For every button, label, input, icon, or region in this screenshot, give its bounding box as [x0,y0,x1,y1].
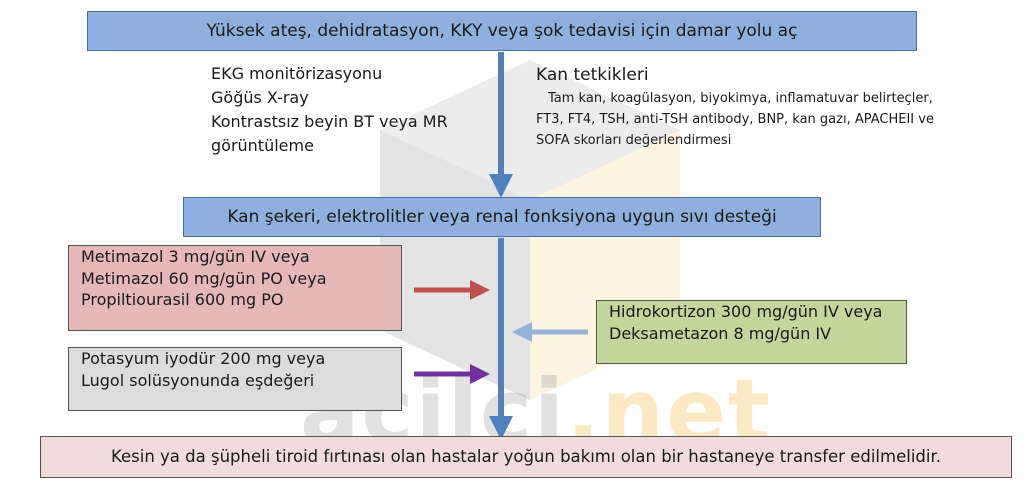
lab-tests-title: Kan tetkikleri [536,65,649,85]
steroid-line: Hidrokortizon 300 mg/gün IV veya [609,302,883,321]
lab-detail-line: Tam kan, koagülasyon, biyokimya, inflama… [548,91,933,106]
imaging-item: Kontrastsız beyin BT veya MR [211,112,448,131]
imaging-list: EKG monitörizasyonu Göğüs X-ray Kontrast… [211,62,448,158]
iodide-box: Potasyum iyodür 200 mg veya Lugol solüsy… [68,347,402,411]
antithyroid-line: Metimazol 60 mg/gün PO veya [81,268,327,288]
antithyroid-line: Propiltiourasil 600 mg PO [81,290,284,310]
antithyroid-line: Metimazol 3 mg/gün IV veya [81,247,310,266]
lab-detail-line: FT3, FT4, TSH, anti-TSH antibody, BNP, k… [536,111,934,127]
imaging-item: görüntüleme [211,136,314,155]
iv-access-box: Yüksek ateş, dehidratasyon, KKY veya şok… [87,11,917,51]
lab-detail-line: SOFA skorları değerlendirmesi [536,132,732,148]
steroid-line: Deksametazon 8 mg/gün IV [609,323,832,343]
iodide-line: Lugol solüsyonunda eşdeğeri [81,370,315,390]
imaging-item: Göğüs X-ray [211,88,309,107]
iodide-line: Potasyum iyodür 200 mg veya [81,349,326,368]
transfer-box: Kesin ya da şüpheli tiroid fırtınası ola… [40,436,1012,478]
lab-tests: Kan tetkikleri Tam kan, koagülasyon, biy… [536,65,1006,151]
imaging-item: EKG monitörizasyonu [211,64,383,83]
fluid-support-box: Kan şekeri, elektrolitler veya renal fon… [183,197,821,237]
antithyroid-box: Metimazol 3 mg/gün IV veya Metimazol 60 … [68,245,402,331]
steroid-box: Hidrokortizon 300 mg/gün IV veya Deksame… [596,300,907,364]
